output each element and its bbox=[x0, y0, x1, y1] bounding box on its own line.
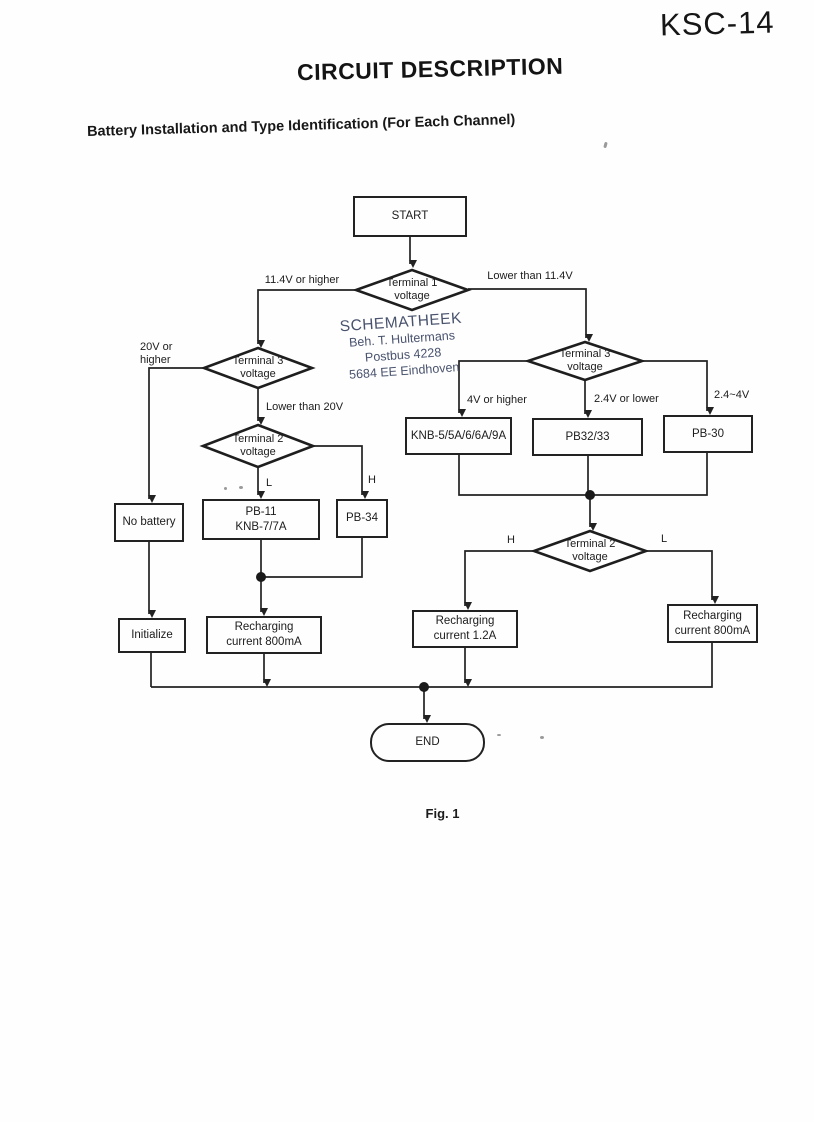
pb3233-node: PB32/33 bbox=[532, 418, 643, 456]
connector bbox=[313, 445, 369, 499]
no-battery-node: No battery bbox=[114, 503, 184, 542]
connector bbox=[468, 288, 593, 342]
scan-speck bbox=[540, 736, 544, 739]
connector bbox=[464, 550, 534, 610]
junction-dot bbox=[256, 572, 266, 582]
edge-label-h-right: H bbox=[507, 534, 515, 546]
edge-label-l-left: L bbox=[266, 477, 273, 489]
edge-label-20v-higher: 20V or higher bbox=[140, 341, 173, 367]
scan-speck bbox=[497, 734, 501, 736]
figure-caption: Fig. 1 bbox=[425, 806, 460, 821]
recharge-800-right-node: Recharging current 800mA bbox=[667, 604, 758, 643]
connector bbox=[646, 550, 719, 604]
edge-label-24v-lower: 2.4V or lower bbox=[594, 393, 659, 405]
knb5-node: KNB-5/5A/6/6A/9A bbox=[405, 417, 512, 455]
pb11-node: PB-11 KNB-7/7A bbox=[202, 499, 320, 540]
connector bbox=[424, 643, 713, 688]
scan-speck bbox=[239, 486, 243, 489]
edge-label-lower-20v: Lower than 20V bbox=[266, 401, 344, 413]
connector bbox=[148, 367, 204, 503]
connector bbox=[590, 453, 708, 496]
connector bbox=[458, 360, 528, 417]
end-node: END bbox=[370, 723, 485, 762]
schematheek-stamp: SCHEMATHEEK Beh. T. Hultermans Postbus 4… bbox=[328, 308, 477, 384]
edge-label-l-right: L bbox=[661, 533, 668, 545]
edge-label-lower-11v: Lower than 11.4V bbox=[487, 270, 573, 282]
terminal1-diamond bbox=[352, 268, 472, 312]
edge-label-4v-higher: 4V or higher bbox=[467, 394, 527, 406]
terminal2-right-diamond bbox=[530, 529, 650, 573]
connector bbox=[642, 360, 714, 415]
pb30-node: PB-30 bbox=[663, 415, 753, 453]
junction-dot bbox=[419, 682, 429, 692]
terminal3-right-diamond bbox=[523, 340, 647, 382]
edge-label-24-4v: 2.4~4V bbox=[714, 389, 750, 401]
connector bbox=[257, 289, 356, 348]
terminal2-left-diamond bbox=[199, 423, 317, 469]
recharge-800-left-node: Recharging current 800mA bbox=[206, 616, 322, 654]
scan-speck bbox=[224, 487, 227, 490]
edge-label-h-left: H bbox=[368, 474, 376, 486]
edge-label-11v-higher: 11.4V or higher bbox=[264, 274, 340, 286]
start-node: START bbox=[353, 196, 467, 237]
connector bbox=[261, 538, 363, 578]
recharge-12-node: Recharging current 1.2A bbox=[412, 610, 518, 648]
junction-dot bbox=[585, 490, 595, 500]
terminal3-left-diamond bbox=[200, 346, 316, 390]
initialize-node: Initialize bbox=[118, 618, 186, 653]
connector bbox=[458, 455, 590, 496]
pb34-node: PB-34 bbox=[336, 499, 388, 538]
